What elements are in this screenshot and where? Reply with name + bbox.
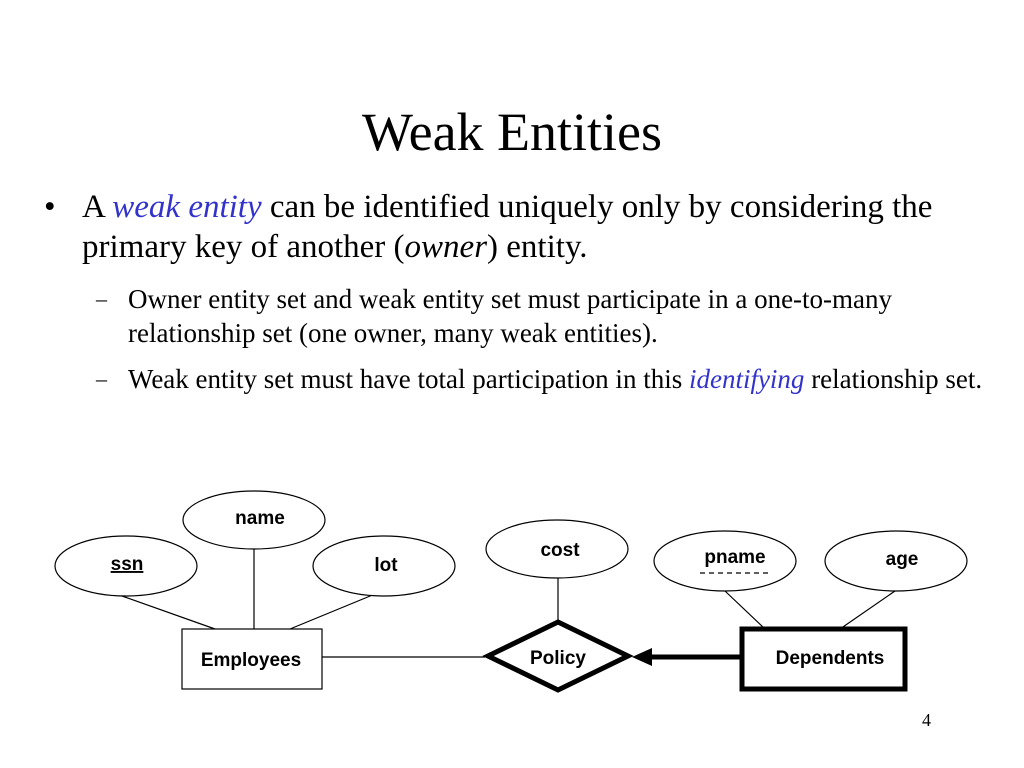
subbullet-marker: – xyxy=(96,286,107,311)
attribute-ssn-label: ssn xyxy=(111,554,144,575)
identifying-term: identifying xyxy=(688,364,805,394)
bullet-text: A weak entity can be identified uniquely… xyxy=(82,187,982,267)
attribute-lot-ellipse xyxy=(312,535,456,597)
bullet-text-part-1: can be identified uniquely only by consi… xyxy=(82,189,933,265)
subbullet-marker: – xyxy=(96,366,107,391)
entity-employees-label: Employees xyxy=(201,650,301,671)
attribute-name-label: name xyxy=(235,508,285,529)
owner-term: owner xyxy=(404,229,488,265)
subbullet-text-part-2: relationship set. xyxy=(811,364,983,394)
relationship-policy-diamond xyxy=(482,619,634,693)
attribute-ssn-ellipse xyxy=(54,535,198,597)
attribute-pname-ellipse xyxy=(653,530,797,592)
identifying-arrow-head xyxy=(632,648,652,666)
attribute-name-ellipse xyxy=(182,490,326,550)
attribute-age-ellipse xyxy=(824,530,968,592)
entity-dependents-box xyxy=(739,626,908,692)
bullet-marker: • xyxy=(44,189,56,225)
weak-entity-term: weak entity xyxy=(112,189,262,225)
subbullet-text: Owner entity set and weak entity set mus… xyxy=(128,284,893,348)
page-number: 4 xyxy=(922,710,931,730)
connector-pname-dependents xyxy=(724,590,766,630)
entity-dependents-label: Dependents xyxy=(776,648,885,669)
subbullet-text: Weak entity set must have total particip… xyxy=(128,362,998,396)
bullet-text-part-2: ) entity. xyxy=(487,229,588,265)
relationship-policy-label: Policy xyxy=(530,648,586,669)
subbullet-text-part-1: Weak entity set must have total particip… xyxy=(128,364,683,394)
attribute-lot-label: lot xyxy=(374,555,398,576)
attribute-cost-ellipse xyxy=(485,519,629,579)
attribute-pname-label: pname xyxy=(704,547,765,568)
connector-ssn-employees xyxy=(121,595,216,630)
slide-title: Weak Entities xyxy=(361,102,663,162)
attribute-cost-label: cost xyxy=(540,540,580,561)
entity-employees-box xyxy=(181,628,323,690)
connector-lot-employees xyxy=(289,593,376,630)
connector-age-dependents xyxy=(839,590,896,630)
attribute-age-label: age xyxy=(886,549,919,570)
bullet-prefix: A xyxy=(82,189,105,225)
